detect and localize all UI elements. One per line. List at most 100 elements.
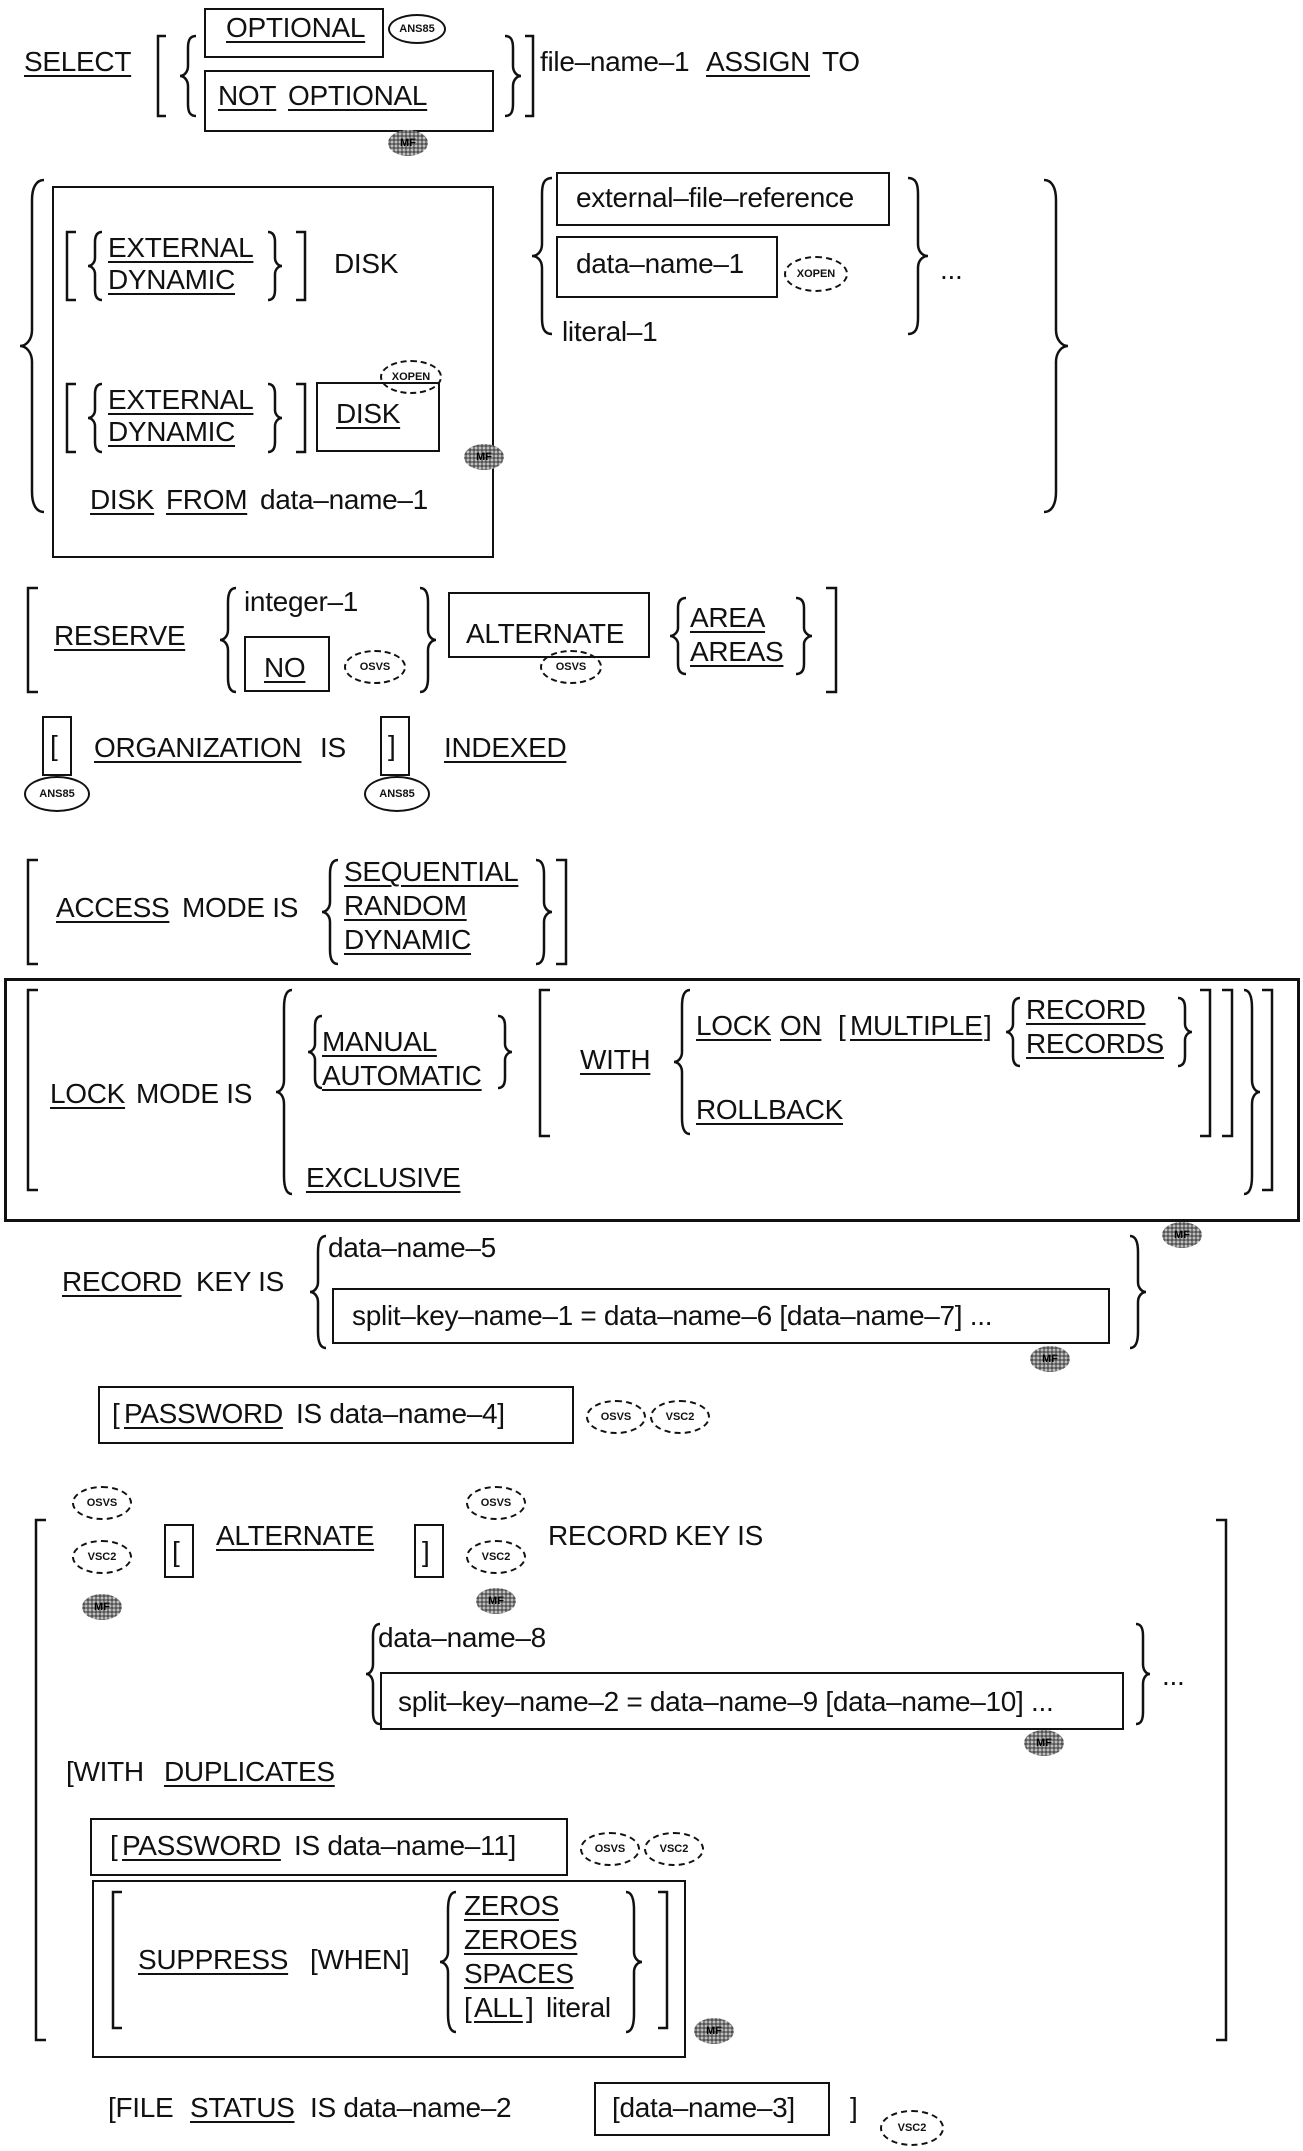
xopen-badge: XOPEN bbox=[380, 360, 442, 394]
file-status-close: ] bbox=[850, 2092, 858, 2123]
data-name-1: data–name–1 bbox=[576, 248, 744, 279]
not-optional-keyword: OPTIONAL bbox=[288, 80, 428, 111]
osvs-badge: OSVS bbox=[344, 650, 406, 684]
areas-keyword: AREAS bbox=[690, 636, 784, 667]
vsc2-badge: VSC2 bbox=[644, 1832, 704, 1866]
random-keyword: RANDOM bbox=[344, 890, 467, 921]
access-keyword: ACCESS bbox=[56, 892, 170, 923]
optional-box bbox=[204, 8, 384, 58]
is-word: IS bbox=[320, 732, 346, 763]
indexed-keyword: INDEXED bbox=[444, 732, 567, 763]
org-close-bracket: ] bbox=[388, 730, 396, 761]
record-key-keyword: RECORD bbox=[62, 1266, 182, 1297]
split-key-1: split–key–name–1 = data–name–6 [data–nam… bbox=[352, 1300, 993, 1331]
select-keyword: SELECT bbox=[24, 46, 132, 77]
ext-file-ref: external–file–reference bbox=[576, 182, 854, 213]
rollback-keyword: ROLLBACK bbox=[696, 1094, 843, 1125]
automatic-keyword: AUTOMATIC bbox=[322, 1060, 482, 1091]
data-name-3-box bbox=[594, 2082, 830, 2136]
password2-rest: IS data–name–11] bbox=[294, 1830, 516, 1861]
exclusive-keyword: EXCLUSIVE bbox=[306, 1162, 461, 1193]
multiple-open: [ bbox=[838, 1010, 846, 1041]
file-name-1: file–name–1 bbox=[540, 46, 690, 77]
osvs-badge: OSVS bbox=[580, 1832, 640, 1866]
when-word: [WHEN] bbox=[310, 1944, 410, 1975]
alternate-word: ALTERNATE bbox=[466, 618, 625, 649]
split-key-box bbox=[332, 1288, 1110, 1344]
org-open-box bbox=[42, 716, 72, 776]
password-2-box bbox=[90, 1818, 568, 1876]
dynamic2-keyword: DYNAMIC bbox=[108, 416, 236, 447]
vsc2-badge: VSC2 bbox=[466, 1540, 526, 1574]
all-close: ] bbox=[526, 1992, 534, 2023]
integer-1: integer–1 bbox=[244, 586, 359, 617]
external2-keyword: EXTERNAL bbox=[108, 384, 254, 415]
dynamic-keyword: DYNAMIC bbox=[108, 264, 236, 295]
manual-keyword: MANUAL bbox=[322, 1026, 437, 1057]
assign-keyword: ASSIGN bbox=[706, 46, 811, 77]
duplicates-keyword: DUPLICATES bbox=[164, 1756, 335, 1787]
osvs-badge: OSVS bbox=[586, 1400, 646, 1434]
assign-disk-box bbox=[52, 186, 494, 558]
sequential-keyword: SEQUENTIAL bbox=[344, 856, 519, 887]
disk-box bbox=[316, 382, 440, 452]
not-optional-box bbox=[204, 70, 494, 132]
access-mode-is: MODE IS bbox=[182, 892, 299, 923]
data-name-3: [data–name–3] bbox=[612, 2092, 795, 2123]
mf-badge: MF bbox=[1024, 1730, 1064, 1756]
data-name-8: data–name–8 bbox=[378, 1622, 546, 1653]
reserve-keyword: RESERVE bbox=[54, 620, 186, 651]
password-box bbox=[98, 1386, 574, 1444]
xopen-badge: XOPEN bbox=[784, 256, 848, 292]
file-status-rest: IS data–name–2 bbox=[310, 2092, 512, 2123]
all-keyword: ALL bbox=[474, 1992, 523, 2023]
record-keyword: RECORD bbox=[1026, 994, 1146, 1025]
disk3-keyword: DISK bbox=[90, 484, 155, 515]
ellipsis: ... bbox=[940, 254, 963, 285]
from-keyword: FROM bbox=[166, 484, 248, 515]
mf-badge: MF bbox=[694, 2018, 734, 2044]
org-close-box bbox=[380, 716, 410, 776]
osvs-badge: OSVS bbox=[72, 1486, 132, 1520]
multiple-keyword: MULTIPLE bbox=[850, 1010, 983, 1041]
ans85-badge: ANS85 bbox=[24, 776, 90, 812]
status-keyword: STATUS bbox=[190, 2092, 295, 2123]
mf-badge: MF bbox=[1162, 1222, 1202, 1248]
lock2-keyword: LOCK bbox=[696, 1010, 772, 1041]
vsc2-badge: VSC2 bbox=[650, 1400, 710, 1434]
records-keyword: RECORDS bbox=[1026, 1028, 1164, 1059]
disk2-keyword: DISK bbox=[336, 398, 401, 429]
with-open: [WITH bbox=[66, 1756, 144, 1787]
ext-file-ref-box bbox=[556, 172, 890, 226]
file-open: [FILE bbox=[108, 2092, 174, 2123]
data-name-1-word: data–name–1 bbox=[260, 484, 428, 515]
alt-ellipsis: ... bbox=[1162, 1660, 1185, 1691]
mf-badge: MF bbox=[388, 130, 428, 156]
mf-badge: MF bbox=[464, 444, 504, 470]
pw-open: [ bbox=[112, 1398, 120, 1429]
alt-open-box bbox=[164, 1524, 194, 1578]
data-name-1-box bbox=[556, 236, 778, 298]
area-keyword: AREA bbox=[690, 602, 766, 633]
mf-badge: MF bbox=[82, 1594, 122, 1620]
pw2-open: [ bbox=[110, 1830, 118, 1861]
mf-badge: MF bbox=[1030, 1346, 1070, 1372]
organization-keyword: ORGANIZATION bbox=[94, 732, 302, 763]
vsc2-badge: VSC2 bbox=[72, 1540, 132, 1574]
external-keyword: EXTERNAL bbox=[108, 232, 254, 263]
all-open: [ bbox=[464, 1992, 472, 2023]
password-rest: IS data–name–4] bbox=[296, 1398, 505, 1429]
optional-keyword: OPTIONAL bbox=[226, 12, 366, 43]
alt-close-box bbox=[414, 1524, 444, 1578]
ans85-badge: ANS85 bbox=[388, 14, 446, 44]
on-keyword: ON bbox=[780, 1010, 822, 1041]
split-key-2-box bbox=[380, 1672, 1124, 1730]
spaces-keyword: SPACES bbox=[464, 1958, 574, 1989]
osvs-badge: OSVS bbox=[540, 650, 602, 684]
alternate-keyword: ALTERNATE bbox=[216, 1520, 375, 1551]
to-word: TO bbox=[822, 46, 860, 77]
ans85-badge: ANS85 bbox=[364, 776, 430, 812]
alt-open-bracket: [ bbox=[172, 1536, 180, 1567]
literal-1: literal–1 bbox=[562, 316, 658, 347]
